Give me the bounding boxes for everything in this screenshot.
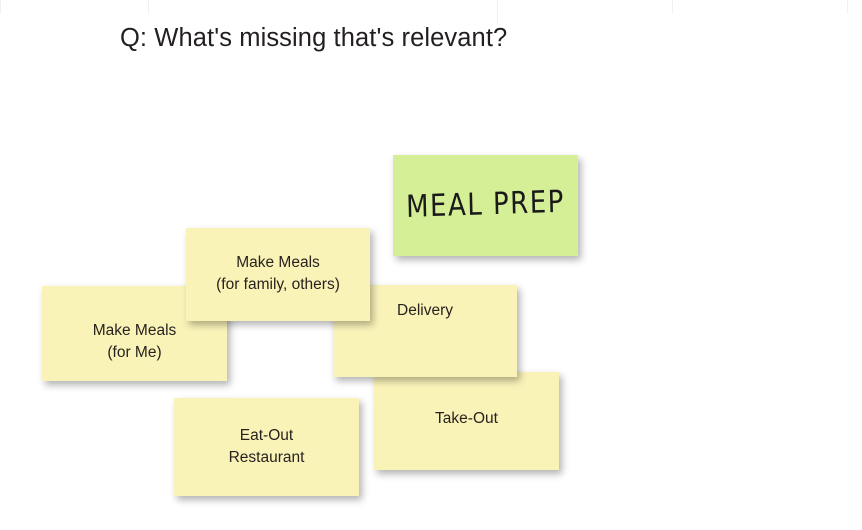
sticky-note-text: Delivery (397, 302, 453, 319)
slide-guide-tick (497, 0, 498, 24)
slide-guide-tick (0, 0, 1, 14)
page-title: Q: What's missing that's relevant? (120, 24, 508, 52)
sticky-note-text: MEAL PREP (405, 184, 566, 226)
sticky-note-meal-prep[interactable]: MEAL PREP (393, 155, 578, 256)
sticky-note-make-meals-family[interactable]: Make Meals (for family, others) (186, 228, 370, 321)
sticky-note-text: Eat-Out Restaurant (228, 427, 305, 466)
sticky-note-take-out[interactable]: Take-Out (374, 372, 559, 470)
slide-guide-tick (148, 0, 149, 14)
slide-guide-tick (672, 0, 673, 14)
sticky-note-text: Make Meals (for family, others) (216, 253, 340, 293)
slide-guide-tick (847, 0, 848, 14)
sticky-note-eat-out-restaurant[interactable]: Eat-Out Restaurant (174, 398, 359, 496)
sticky-note-text: Take-Out (435, 410, 498, 427)
sticky-note-text: Make Meals (for Me) (92, 321, 177, 361)
